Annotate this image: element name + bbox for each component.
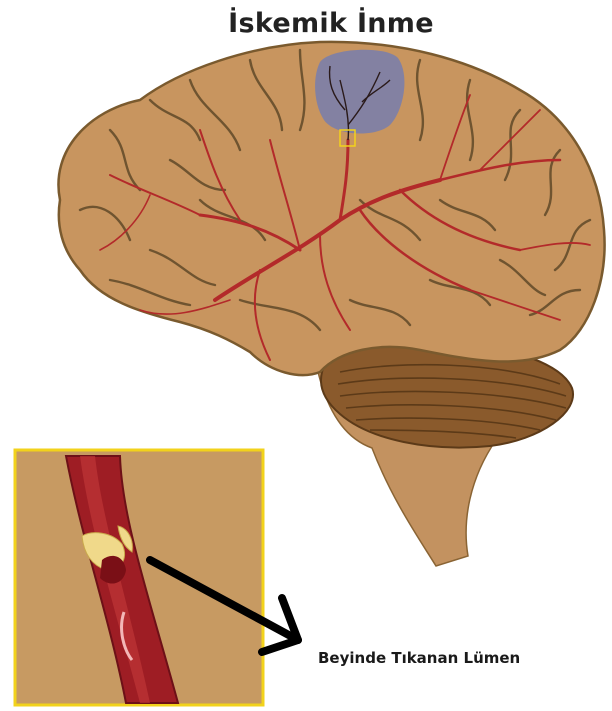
ischemic-area	[315, 50, 404, 134]
inset-panel	[15, 450, 263, 705]
occluded-lumen-label: Beyinde Tıkanan Lümen	[318, 649, 520, 667]
